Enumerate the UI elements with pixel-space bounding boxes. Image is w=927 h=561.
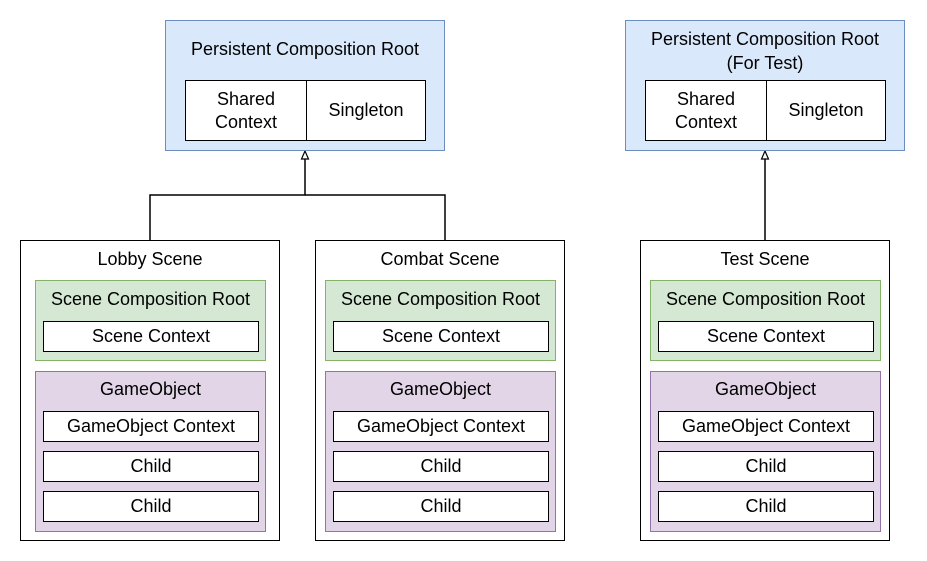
test-scene: Test Scene Scene Composition Root Scene …	[640, 240, 890, 541]
table-divider	[306, 81, 307, 140]
child-1: Child	[658, 451, 874, 482]
child-1: Child	[43, 451, 259, 482]
arrowhead-test-root	[760, 149, 770, 160]
arrowhead-root	[300, 149, 310, 160]
persistent-root-test-title: Persistent Composition Root (For Test)	[650, 29, 880, 73]
scene-composition-root-title: Scene Composition Root	[50, 289, 251, 309]
child-1: Child	[333, 451, 549, 482]
lobby-scene: Lobby Scene Scene Composition Root Scene…	[20, 240, 280, 541]
persistent-root-title: Persistent Composition Root	[190, 39, 420, 59]
gameobject: GameObject GameObject Context Child Chil…	[650, 371, 881, 532]
persistent-root-context-table: Shared Context Singleton	[185, 80, 426, 141]
child-2: Child	[658, 491, 874, 522]
gameobject-title: GameObject	[389, 379, 492, 399]
gameobject-title: GameObject	[714, 379, 817, 399]
child-2: Child	[43, 491, 259, 522]
scene-title: Test Scene	[720, 249, 810, 269]
scene-composition-root: Scene Composition Root Scene Context	[325, 280, 556, 361]
scene-composition-root: Scene Composition Root Scene Context	[650, 280, 881, 361]
scene-context: Scene Context	[333, 321, 549, 352]
scene-context: Scene Context	[658, 321, 874, 352]
scene-composition-root-title: Scene Composition Root	[340, 289, 541, 309]
persistent-composition-root-test: Persistent Composition Root (For Test) S…	[625, 20, 905, 151]
gameobject: GameObject GameObject Context Child Chil…	[35, 371, 266, 532]
table-divider	[766, 81, 767, 140]
persistent-composition-root: Persistent Composition Root Shared Conte…	[165, 20, 445, 151]
scene-composition-root: Scene Composition Root Scene Context	[35, 280, 266, 361]
connector-lobby-to-root	[149, 153, 306, 240]
child-2: Child	[333, 491, 549, 522]
scene-composition-root-title: Scene Composition Root	[665, 289, 866, 309]
singleton-cell: Singleton	[788, 100, 864, 120]
scene-context: Scene Context	[43, 321, 259, 352]
scene-title: Combat Scene	[380, 249, 500, 269]
gameobject-title: GameObject	[99, 379, 202, 399]
shared-context-cell: Shared Context	[674, 88, 738, 132]
gameobject-context: GameObject Context	[333, 411, 549, 442]
gameobject: GameObject GameObject Context Child Chil…	[325, 371, 556, 532]
gameobject-context: GameObject Context	[43, 411, 259, 442]
scene-title: Lobby Scene	[97, 249, 203, 269]
connector-combat-to-root	[305, 194, 446, 240]
singleton-cell: Singleton	[328, 100, 404, 120]
shared-context-cell: Shared Context	[214, 88, 278, 132]
gameobject-context: GameObject Context	[658, 411, 874, 442]
combat-scene: Combat Scene Scene Composition Root Scen…	[315, 240, 565, 541]
persistent-root-test-context-table: Shared Context Singleton	[645, 80, 886, 141]
